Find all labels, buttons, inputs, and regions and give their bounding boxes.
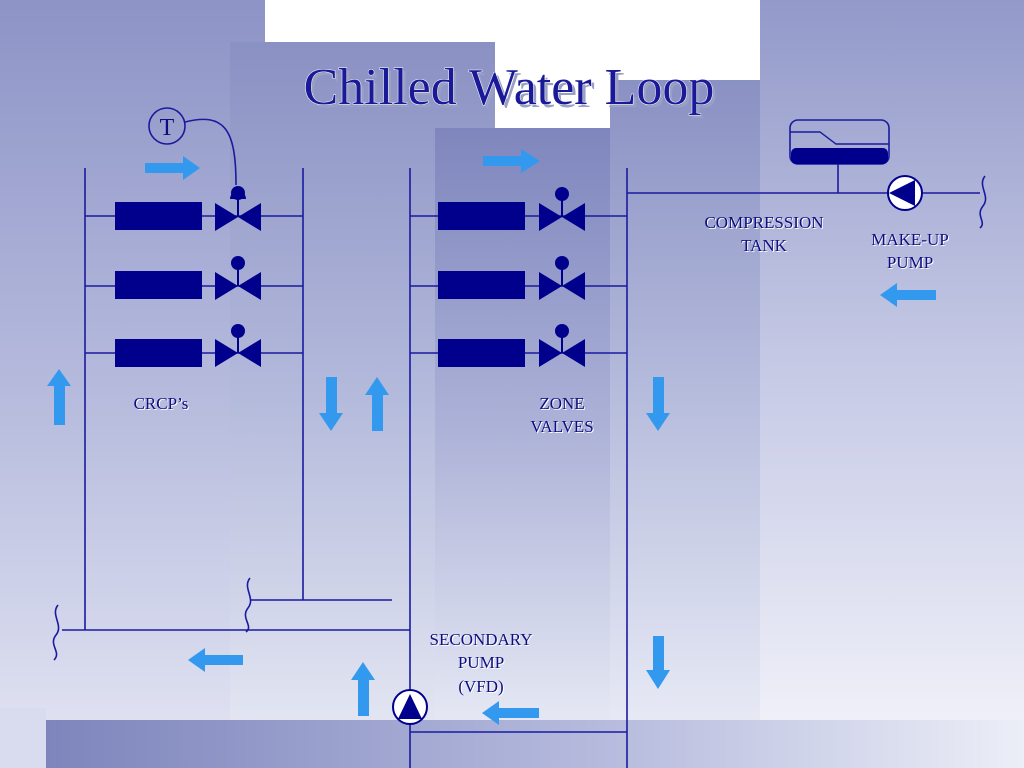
compression-tank-label: COMPRESSION COMPRESSION TANK TANK: [704, 213, 824, 256]
crcp-pipework: [62, 168, 410, 631]
background-panel-left: [0, 0, 265, 768]
flow-arrow-up-crcp: [365, 377, 389, 431]
pipe-break-symbols: [52, 175, 987, 661]
makeup-pump-icon: [887, 175, 923, 211]
svg-text:PUMP: PUMP: [459, 654, 505, 673]
svg-text:PUMP: PUMP: [888, 254, 934, 273]
svg-text:CRCP’s: CRCP’s: [135, 395, 190, 414]
svg-text:MAKE-UP: MAKE-UP: [872, 231, 949, 250]
thermostat-label: T: [160, 115, 175, 141]
background-panel-right: [760, 0, 1024, 768]
secondary-pump-icon: [392, 689, 428, 725]
svg-text:TANK: TANK: [741, 236, 788, 255]
flow-arrow-left-return: [188, 648, 243, 672]
control-valve-2: [215, 256, 261, 300]
background-footer-band: [46, 720, 1024, 768]
crcps-label: CRCP’s CRCP’s: [134, 394, 190, 414]
svg-text:ZONE: ZONE: [539, 394, 584, 413]
flow-arrow-right-2: [483, 149, 540, 173]
svg-text:VALVES: VALVES: [531, 418, 594, 437]
crcp-coil-2: [115, 271, 202, 299]
svg-text:COMPRESSION: COMPRESSION: [705, 214, 824, 233]
svg-text:VALVES: VALVES: [530, 417, 593, 436]
flow-arrow-down-crcp: [319, 377, 343, 431]
page-title: Chilled Water Loop: [304, 59, 715, 116]
svg-text:ZONE: ZONE: [540, 395, 585, 414]
zone-coil-1: [438, 202, 525, 230]
flow-arrow-up-pump: [351, 662, 375, 716]
secondary-pump-label: SECONDARY SECONDARY PUMP PUMP (VFD) (VFD…: [430, 630, 534, 697]
svg-text:MAKE-UP: MAKE-UP: [871, 230, 948, 249]
svg-text:(VFD): (VFD): [459, 678, 504, 697]
zone-valves-label: ZONE ZONE VALVES VALVES: [530, 394, 594, 437]
compression-tank: [789, 119, 890, 165]
zone-valve-2: [539, 256, 585, 300]
zone-valve-1: [539, 187, 585, 231]
svg-text:PUMP: PUMP: [458, 653, 504, 672]
flow-arrow-left-makeup: [880, 283, 936, 307]
svg-text:CRCP’s: CRCP’s: [134, 394, 189, 413]
flow-arrow-up-left: [47, 369, 71, 425]
control-valve-3: [215, 324, 261, 367]
background-footer-corner: [0, 708, 46, 768]
crcp-coil-3: [115, 339, 202, 367]
flow-arrow-down-zone: [646, 377, 670, 431]
svg-text:SECONDARY: SECONDARY: [431, 631, 534, 650]
zone-coil-2: [438, 271, 525, 299]
control-valve-1: [215, 186, 261, 231]
makeup-pump-label: MAKE-UP MAKE-UP PUMP PUMP: [871, 230, 949, 273]
thermostat-sensor: T: [148, 107, 237, 186]
zone-valve-3: [539, 324, 585, 367]
zone-coil-3: [438, 339, 525, 367]
svg-text:COMPRESSION: COMPRESSION: [704, 213, 823, 232]
page-title-shadow: Chilled Water Loop: [307, 62, 718, 119]
svg-text:(VFD): (VFD): [458, 677, 503, 696]
svg-text:SECONDARY: SECONDARY: [430, 630, 533, 649]
flow-arrow-down-return: [646, 636, 670, 689]
svg-text:PUMP: PUMP: [887, 253, 933, 272]
flow-arrow-right-1: [145, 156, 200, 180]
flow-arrow-left-pump: [482, 701, 539, 725]
svg-text:TANK: TANK: [742, 237, 789, 256]
crcp-coil-1: [115, 202, 202, 230]
